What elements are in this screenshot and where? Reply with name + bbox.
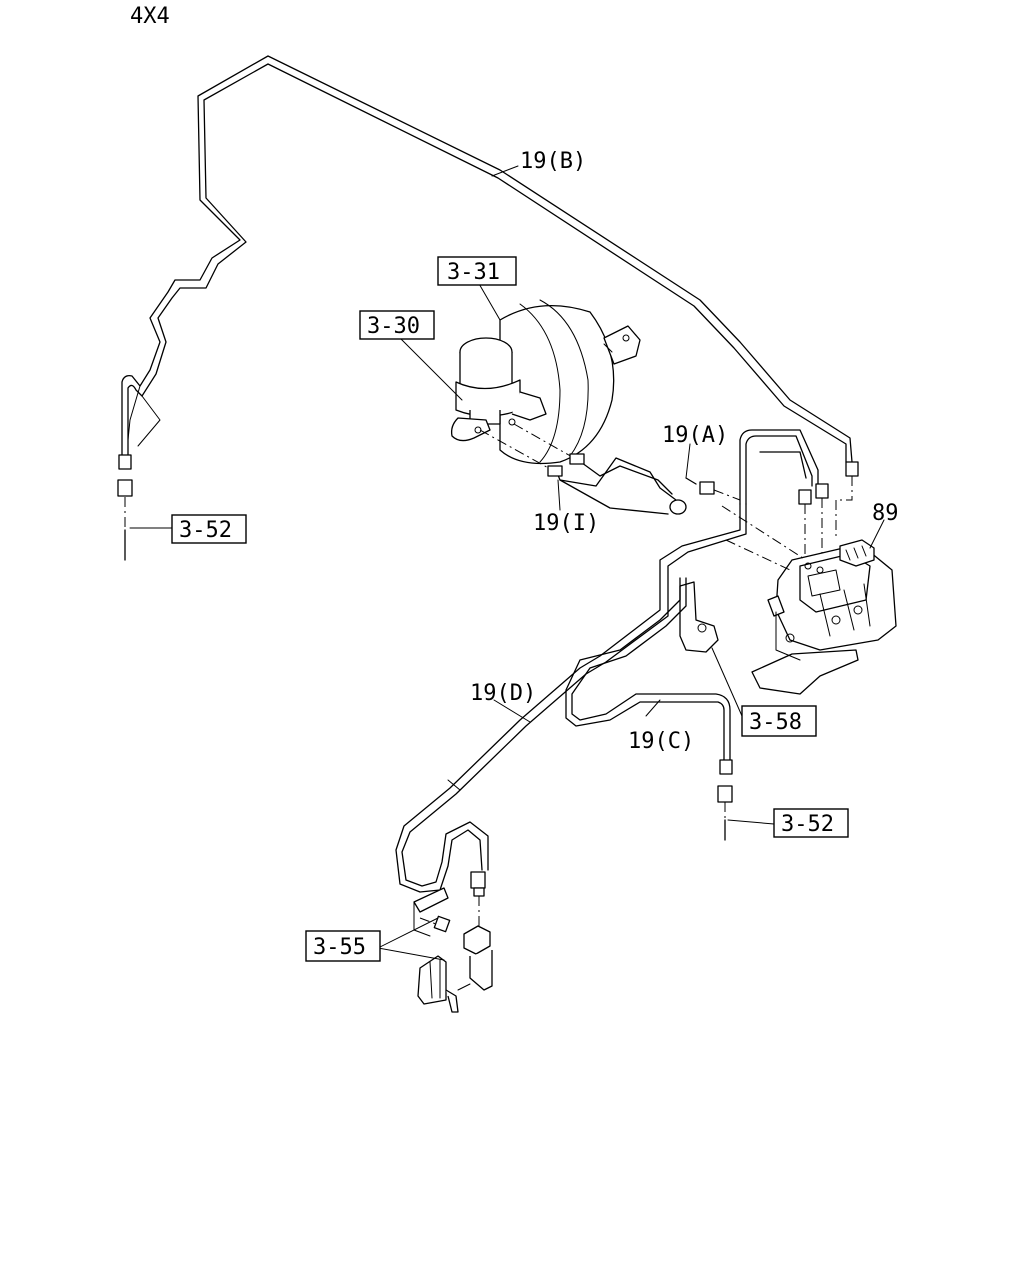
- label-19a: 19(A): [662, 423, 728, 448]
- brake-line-19b: [121, 55, 853, 463]
- abs-bracket: [679, 581, 719, 653]
- label-19i: 19(I): [533, 511, 599, 536]
- variant-label: 4X4: [130, 4, 170, 29]
- svg-text:3-31: 3-31: [447, 260, 500, 285]
- ref-box-3-55: 3-55: [305, 930, 381, 962]
- ref-box-3-52-left: 3-52: [171, 514, 247, 544]
- leader-lines: [129, 165, 885, 961]
- ref-box-3-31: 3-31: [437, 256, 517, 286]
- svg-text:3-58: 3-58: [749, 710, 802, 735]
- ref-box-3-52-right: 3-52: [773, 808, 849, 838]
- left-hose-fittings: [117, 454, 133, 561]
- abs-hydraulic-unit: [721, 505, 897, 695]
- label-19d: 19(D): [470, 681, 536, 706]
- label-19c: 19(C): [628, 729, 694, 754]
- svg-text:3-52: 3-52: [781, 812, 834, 837]
- label-19b: 19(B): [520, 149, 586, 174]
- ref-box-3-58: 3-58: [741, 705, 817, 737]
- ref-box-3-30: 3-30: [359, 310, 435, 340]
- abs-feed-lines: [739, 429, 859, 560]
- label-89: 89: [872, 501, 899, 526]
- brake-line-19a: [685, 477, 741, 501]
- brake-booster: [499, 299, 641, 465]
- svg-text:3-55: 3-55: [313, 935, 366, 960]
- brake-line-19c: [565, 577, 733, 841]
- brake-line-19i: [479, 423, 687, 515]
- svg-text:3-30: 3-30: [367, 314, 420, 339]
- svg-text:3-52: 3-52: [179, 518, 232, 543]
- rear-junction-block: [413, 887, 493, 1013]
- master-cylinder: [450, 337, 547, 442]
- brake-line-19d: [395, 503, 747, 928]
